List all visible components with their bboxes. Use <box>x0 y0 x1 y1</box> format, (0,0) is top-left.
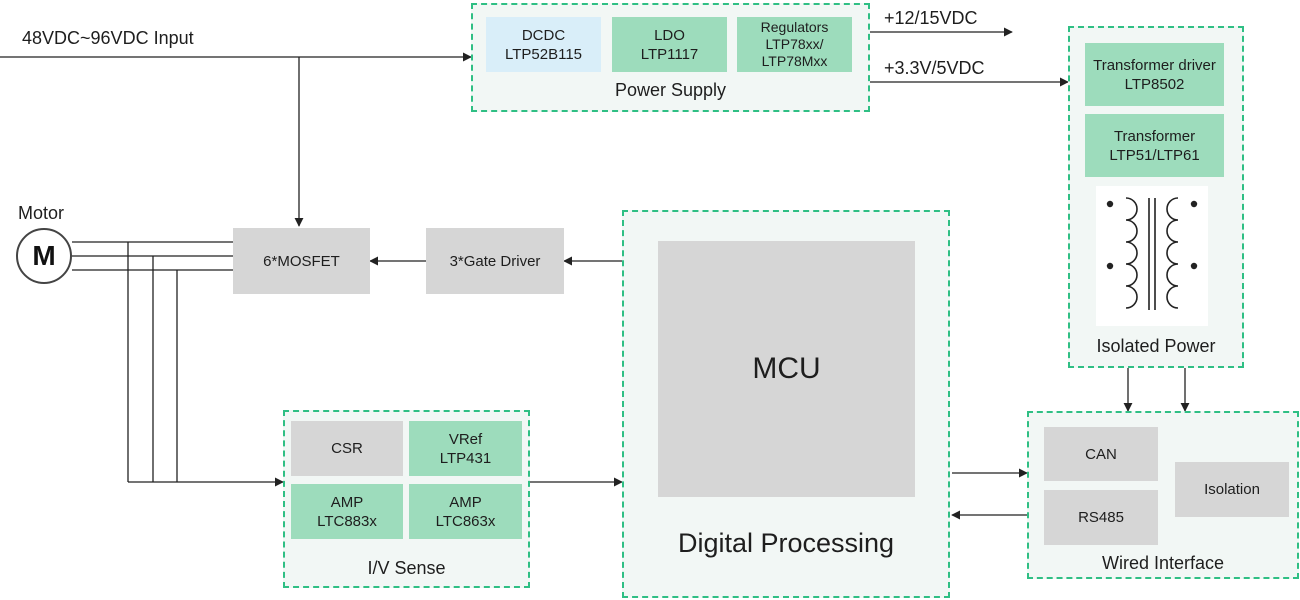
isolation-block: Isolation <box>1175 462 1289 517</box>
rail-low-label: +3.3V/5VDC <box>884 58 985 78</box>
transformer-symbol-icon <box>1096 186 1208 326</box>
input-label: 48VDC~96VDC Input <box>22 28 194 48</box>
csr-block: CSR <box>291 421 403 476</box>
motor-caption: Motor <box>18 203 65 223</box>
gate-driver-block: 3*Gate Driver <box>426 228 564 294</box>
motor-icon: M <box>16 228 72 284</box>
digital-processing-title: Digital Processing <box>677 528 895 558</box>
rs485-block: RS485 <box>1044 490 1158 545</box>
rail-high-label: +12/15VDC <box>884 8 978 28</box>
isolated-power-title: Isolated Power <box>1096 336 1216 356</box>
mosfet-block: 6*MOSFET <box>233 228 370 294</box>
power-supply-title: Power Supply <box>614 80 727 100</box>
can-block: CAN <box>1044 427 1158 481</box>
iv-sense-title: I/V Sense <box>367 558 446 578</box>
mcu-block: MCU <box>658 241 915 497</box>
wired-interface-title: Wired Interface <box>1101 553 1225 573</box>
